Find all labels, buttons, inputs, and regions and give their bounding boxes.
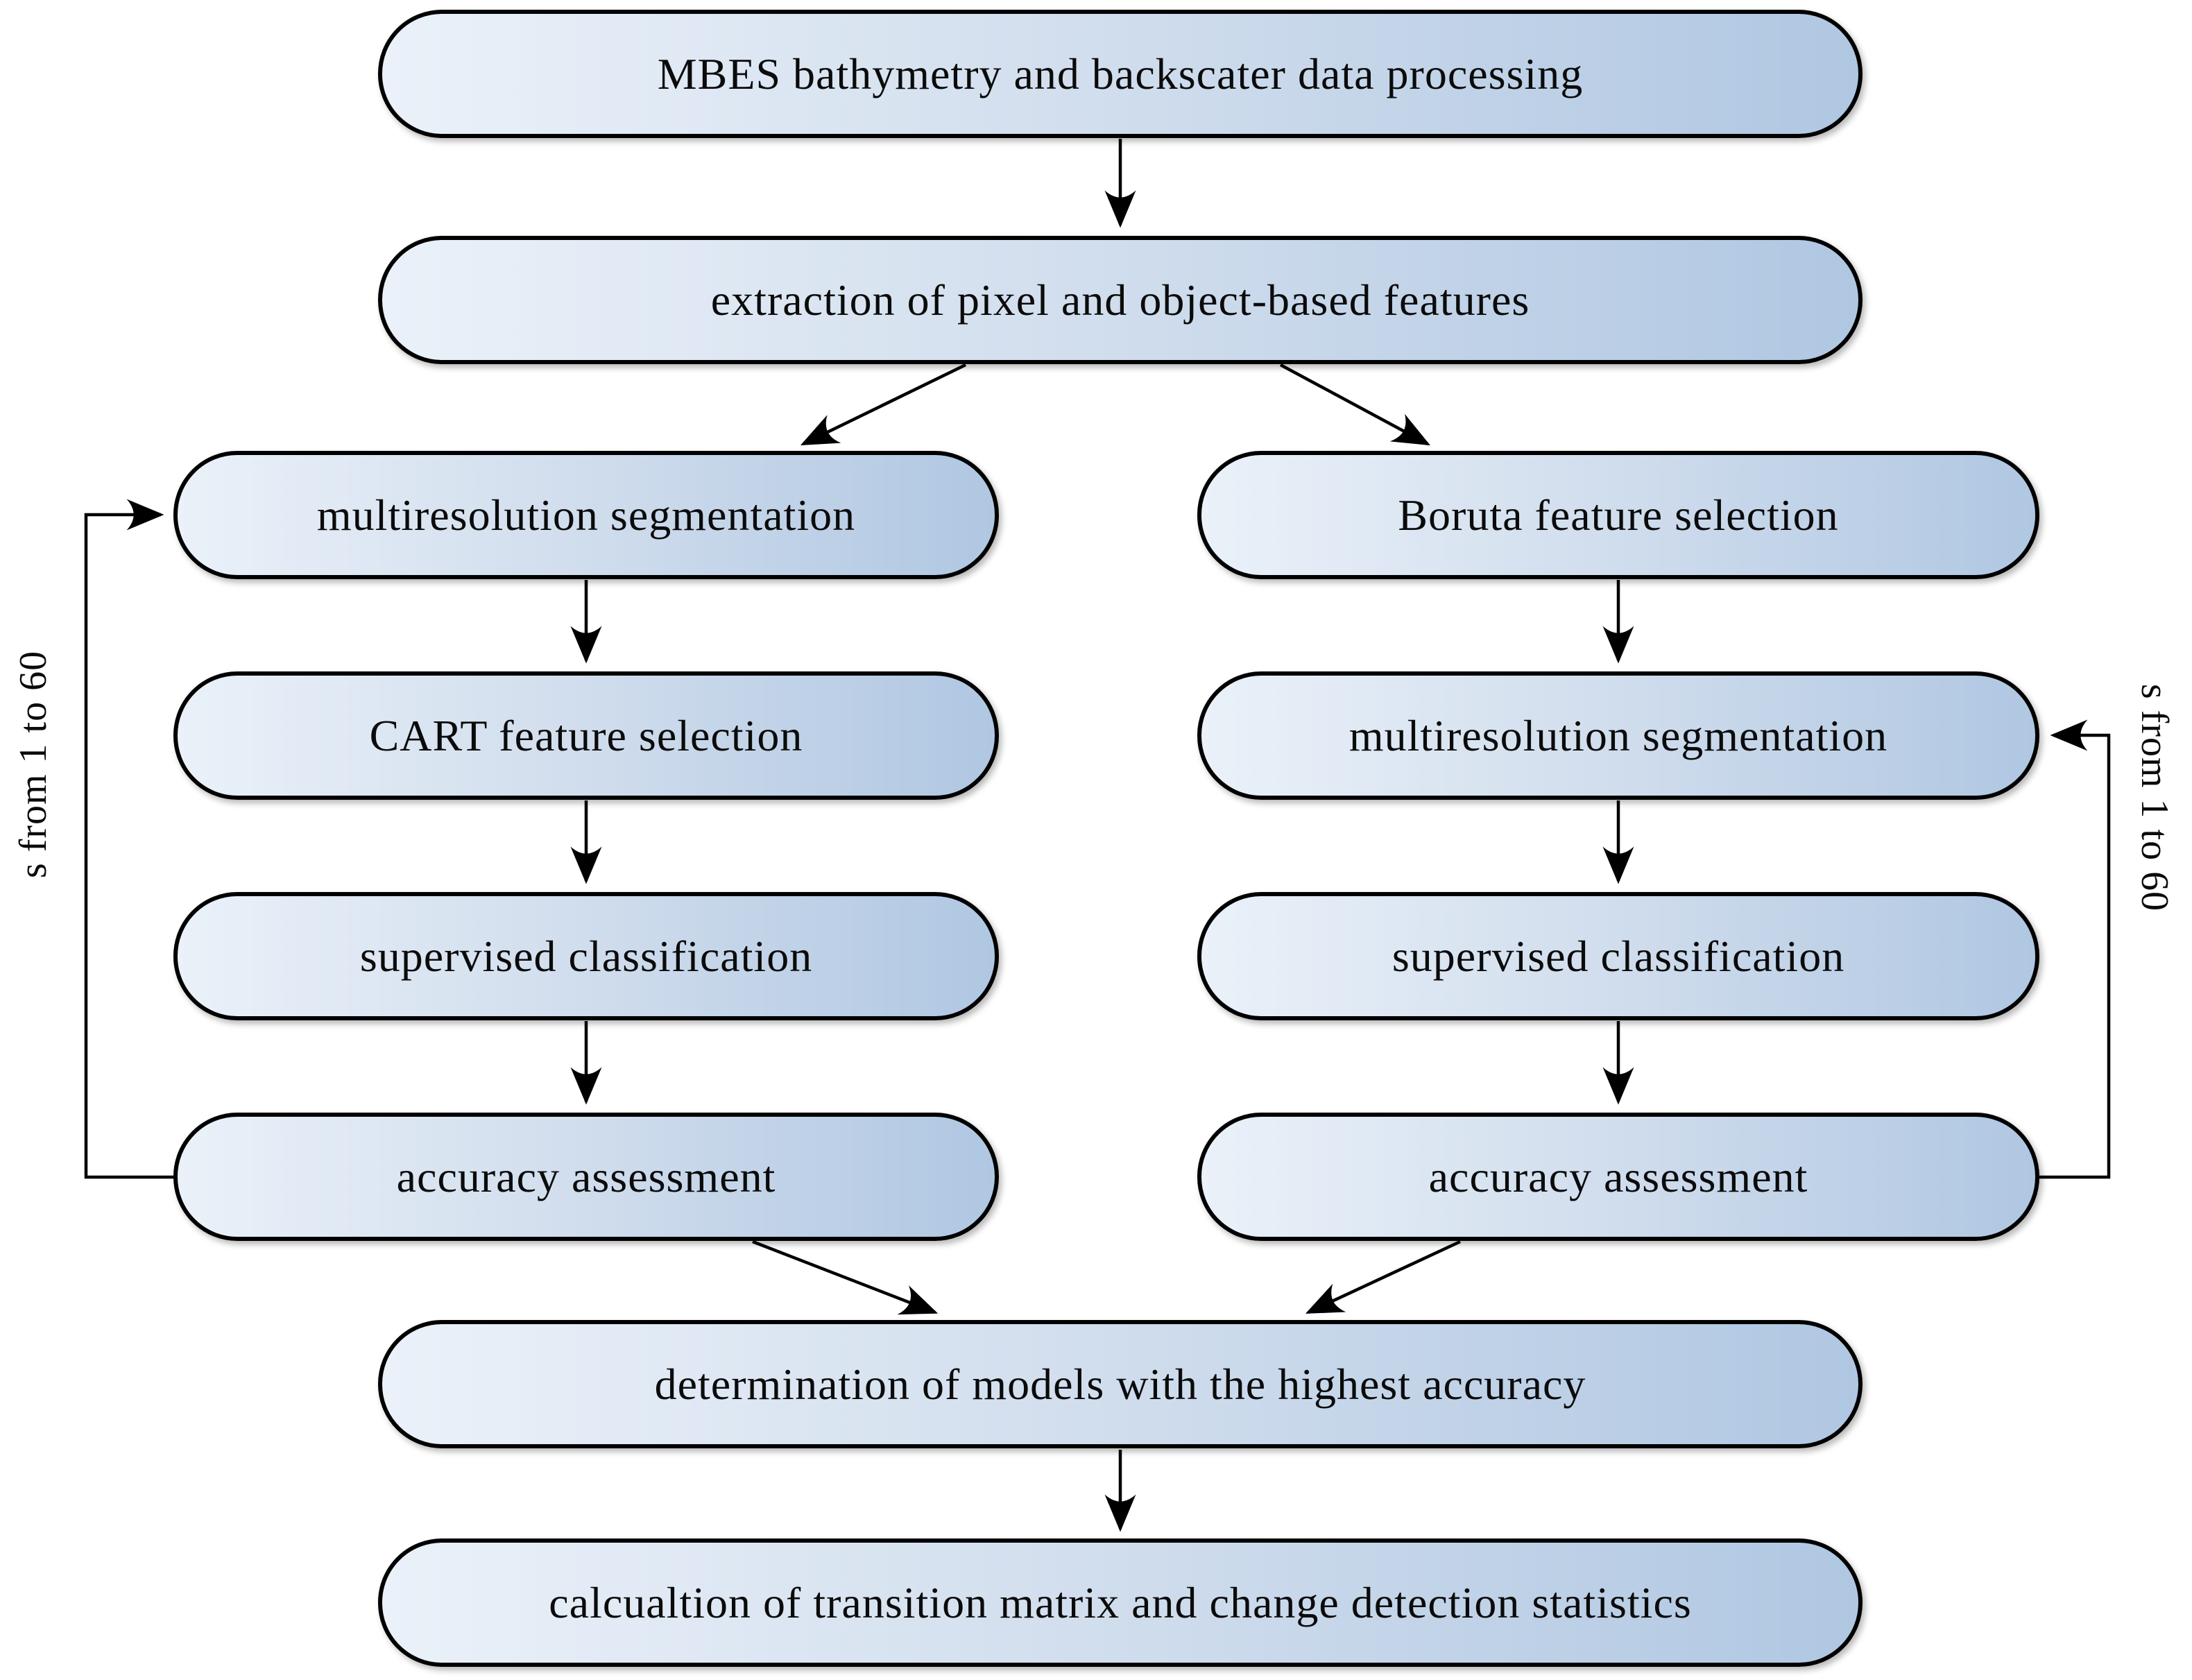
node-left-supervised-classification: supervised classification [173,892,999,1020]
right-loop-label: s from 1 to 60 [2133,683,2176,912]
arrow-right-acc-to-determination [1305,1240,1461,1314]
node-extraction: extraction of pixel and object-based fea… [378,236,1863,364]
node-cart-feature-selection: CART feature selection [173,671,999,800]
left-loop-label: s from 1 to 60 [12,650,55,879]
node-boruta-feature-selection: Boruta feature selection [1197,451,2039,579]
left-loop-arrow [84,499,173,1179]
arrow-left-acc-to-determination [752,1240,939,1315]
node-mbes-processing: MBES bathymetry and backscater data proc… [378,10,1863,138]
node-left-accuracy-assessment: accuracy assessment [173,1113,999,1241]
node-right-accuracy-assessment: accuracy assessment [1197,1113,2039,1241]
right-loop-arrow [2039,719,2111,1179]
node-transition-matrix-statistics: calcualtion of transition matrix and cha… [378,1538,1863,1667]
arrow-extraction-to-left-seg [800,363,966,446]
arrow-extraction-to-boruta [1279,363,1430,446]
node-determination-highest-accuracy: determination of models with the highest… [378,1320,1863,1448]
node-left-multiresolution-segmentation: multiresolution segmentation [173,451,999,579]
node-right-supervised-classification: supervised classification [1197,892,2039,1020]
node-right-multiresolution-segmentation: multiresolution segmentation [1197,671,2039,800]
